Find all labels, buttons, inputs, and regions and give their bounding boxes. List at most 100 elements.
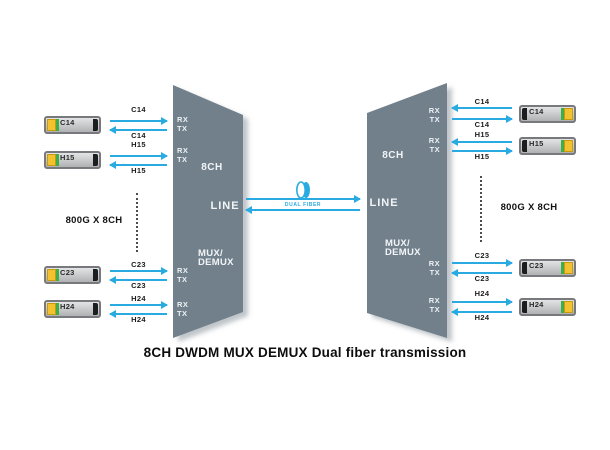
arrowhead-left-icon <box>109 161 116 169</box>
mux-8ch-label-right: 8CH <box>382 150 404 161</box>
wavelength-label: H24 <box>474 313 490 322</box>
rx-label: RX <box>428 296 440 305</box>
module-strip-green <box>56 119 59 131</box>
rx-label: RX <box>428 136 440 145</box>
rx-label: RX <box>428 106 440 115</box>
module-connector <box>93 303 98 315</box>
module-label: C23 <box>529 261 544 270</box>
arrow-h24-to-mux-right <box>451 308 512 316</box>
tx-label: TX <box>177 155 188 164</box>
module-label: H24 <box>60 302 75 311</box>
fiber-coil-icon <box>296 181 310 199</box>
transceiver-h15-left: H15 <box>44 151 101 169</box>
arrow-mux-to-h24-left <box>109 310 167 318</box>
transceiver-c14-left: C14 <box>44 116 101 134</box>
arrow-mux-to-c23-left <box>109 276 167 284</box>
module-latch-yellow <box>564 301 573 313</box>
rx-label: RX <box>177 300 189 309</box>
module-strip-green <box>561 262 564 274</box>
arrow-h15-to-mux-left <box>110 152 168 160</box>
wavelength-label: H24 <box>474 289 490 298</box>
mux-port-rx-tx: RX TX <box>177 300 188 318</box>
tx-label: TX <box>429 115 440 124</box>
module-latch-yellow <box>47 269 56 281</box>
module-latch-yellow <box>47 303 56 315</box>
rx-label: RX <box>177 146 189 155</box>
module-strip-green <box>561 301 564 313</box>
module-latch-yellow <box>47 154 56 166</box>
arrow-c14-to-mux-right <box>451 104 512 112</box>
module-latch-yellow <box>564 262 573 274</box>
arrowhead-left-icon <box>451 138 458 146</box>
transceiver-c23-left: C23 <box>44 266 101 284</box>
module-strip-green <box>56 154 59 166</box>
mux-demux-label-left: MUX/ DEMUX <box>198 249 242 267</box>
arrowhead-right-icon <box>506 298 513 306</box>
arrow-mux-to-c14-left <box>109 126 167 134</box>
rx-label: RX <box>428 259 440 268</box>
arrowhead-left-icon <box>451 104 458 112</box>
ellipsis-dotted-line-left <box>136 193 138 252</box>
mux-port-rx-tx: RX TX <box>424 136 440 154</box>
module-strip-green <box>561 108 564 120</box>
mux-port-rx-tx: RX TX <box>424 296 440 314</box>
rx-label: RX <box>177 266 189 275</box>
arrow-h24-to-mux-left <box>110 301 168 309</box>
module-label: H24 <box>529 300 544 309</box>
wavelength-label: C14 <box>131 131 146 140</box>
module-connector <box>93 269 98 281</box>
wavelength-label: C23 <box>131 260 146 269</box>
rx-label: RX <box>177 115 189 124</box>
arrowhead-right-icon <box>506 259 513 267</box>
module-label: C23 <box>60 268 75 277</box>
module-connector <box>522 140 527 152</box>
module-label: C14 <box>60 118 75 127</box>
ellipsis-dotted-line-right <box>480 176 482 242</box>
transceiver-h24-left: H24 <box>44 300 101 318</box>
tx-label: TX <box>177 275 188 284</box>
arrowhead-right-icon <box>506 115 513 123</box>
wavelength-label: H15 <box>131 166 146 175</box>
arrowhead-right-icon <box>506 147 513 155</box>
arrowhead-left-icon <box>109 276 116 284</box>
arrow-mux-to-h15-left <box>109 161 167 169</box>
transceiver-h24-right: H24 <box>519 298 576 316</box>
wavelength-label: C23 <box>474 251 490 260</box>
module-strip-green <box>56 303 59 315</box>
mux-port-rx-tx: RX TX <box>177 146 188 164</box>
mux-demux-label-right: MUX/ DEMUX <box>385 238 429 257</box>
module-strip-green <box>56 269 59 281</box>
module-label: H15 <box>529 139 544 148</box>
arrow-c14-to-mux-left <box>110 117 168 125</box>
arrowhead-right-icon <box>161 301 168 309</box>
line-arrow-east-west <box>245 206 360 214</box>
mux-port-rx-tx: RX TX <box>424 106 440 124</box>
wavelength-label: H15 <box>474 152 490 161</box>
wavelength-label: C14 <box>131 105 146 114</box>
arrowhead-left-icon <box>109 310 116 318</box>
tx-label: TX <box>429 268 440 277</box>
arrowhead-right-icon <box>354 195 361 203</box>
tx-label: TX <box>429 305 440 314</box>
mux-8ch-label-left: 8CH <box>201 162 223 173</box>
arrow-mux-to-c14-right <box>452 115 513 123</box>
mux-line-label-left: LINE <box>210 200 240 212</box>
wavelength-label: H24 <box>131 294 146 303</box>
arrowhead-right-icon <box>161 117 168 125</box>
dual-fiber-label: DUAL FIBER <box>284 202 322 208</box>
wavelength-label: H15 <box>131 140 146 149</box>
mux-port-rx-tx: RX TX <box>424 259 440 277</box>
arrowhead-left-icon <box>109 126 116 134</box>
module-label: C14 <box>529 107 544 116</box>
diagram-title: 8CH DWDM MUX DEMUX Dual fiber transmissi… <box>143 345 467 360</box>
arrowhead-left-icon <box>451 308 458 316</box>
arrow-mux-to-h24-right <box>452 298 513 306</box>
arrowhead-right-icon <box>161 267 168 275</box>
module-label: H15 <box>60 153 75 162</box>
module-connector <box>93 154 98 166</box>
arrowhead-right-icon <box>161 152 168 160</box>
arrow-mux-to-c23-right <box>452 259 513 267</box>
mux-demux-line1: MUX/ <box>385 238 410 249</box>
arrow-mux-to-h15-right <box>452 147 513 155</box>
